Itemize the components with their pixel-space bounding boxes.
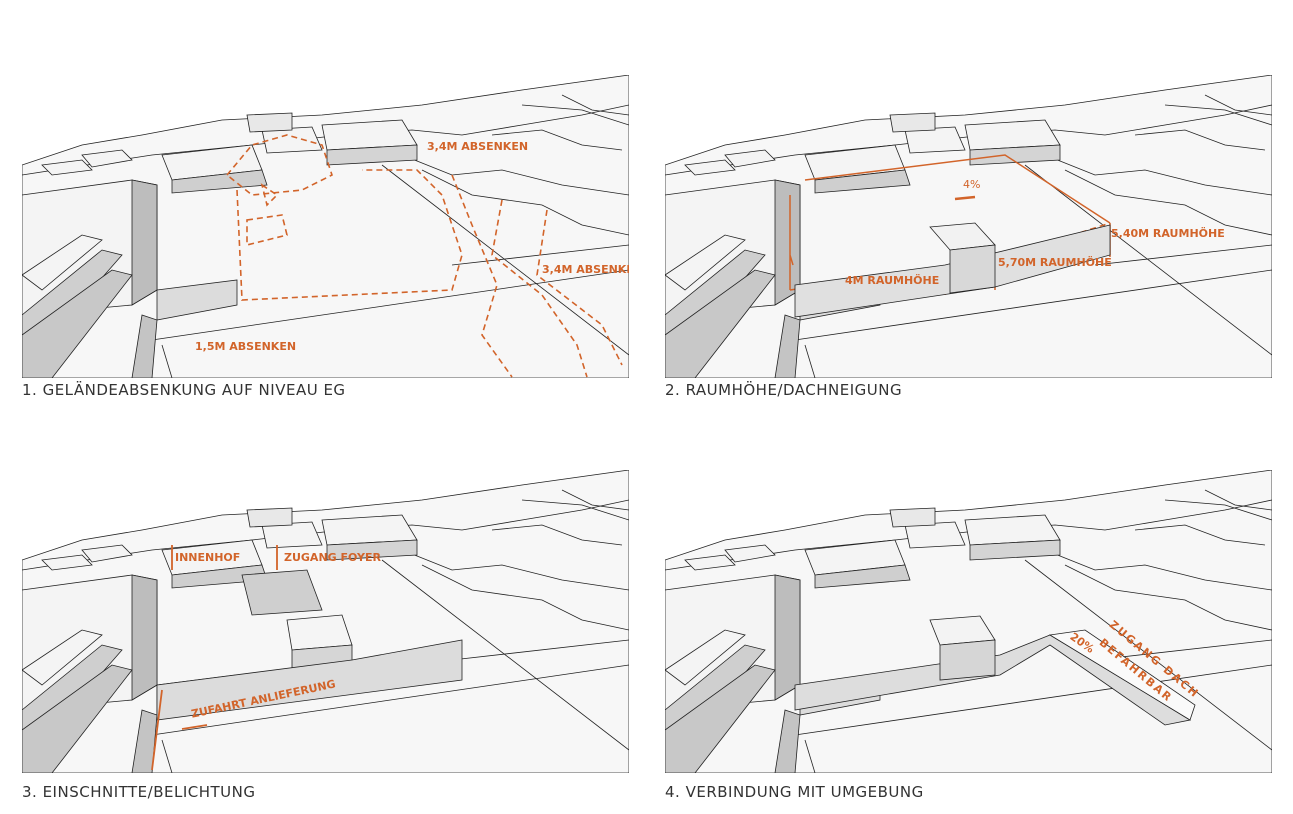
site-model-drawing (22, 75, 629, 378)
label-raumhoehe-570: 5,70M RAUMHÖHE (998, 256, 1112, 269)
caption-panel-4: 4. VERBINDUNG MIT UMGEBUNG (665, 783, 924, 801)
label-absenken-top: 3,4M ABSENKEN (427, 140, 529, 153)
label-absenken-right: 3,4M ABSENKEN (542, 263, 629, 276)
ramp-annotations (794, 615, 1196, 726)
roof-volume-annotations (789, 154, 1111, 318)
label-slope-4-percent: 4% (963, 178, 981, 191)
panel-2-room-height: 4% 5,40M RAUMHÖHE 5,70M RAUMHÖHE 4M RAUM… (665, 75, 1272, 378)
panel-4-connection: 20% ZUGANG DACH BEFAHRBAR (665, 470, 1272, 773)
caption-panel-2: 2. RAUMHÖHE/DACHNEIGUNG (665, 381, 903, 399)
label-absenken-bottom: 1,5M ABSENKEN (195, 340, 297, 353)
label-innenhof: INNENHOF (175, 551, 241, 564)
cuts-annotations (151, 545, 463, 771)
caption-panel-3: 3. EINSCHNITTE/BELICHTUNG (22, 783, 256, 801)
panel-3-cuts-lighting: INNENHOF ZUGANG FOYER ZUFAHRT ANLIEFERUN… (22, 470, 629, 773)
dashed-contour-annotations (225, 134, 623, 378)
label-raumhoehe-4m: 4M RAUMHÖHE (845, 274, 940, 287)
panel-1-terrain-lowering: 3,4M ABSENKEN 3,4M ABSENKEN 1,5M ABSENKE… (22, 75, 629, 378)
label-zugang-foyer: ZUGANG FOYER (284, 551, 381, 564)
caption-panel-1: 1. GELÄNDEABSENKUNG AUF NIVEAU EG (22, 381, 346, 399)
label-raumhoehe-540: 5,40M RAUMHÖHE (1111, 227, 1225, 240)
